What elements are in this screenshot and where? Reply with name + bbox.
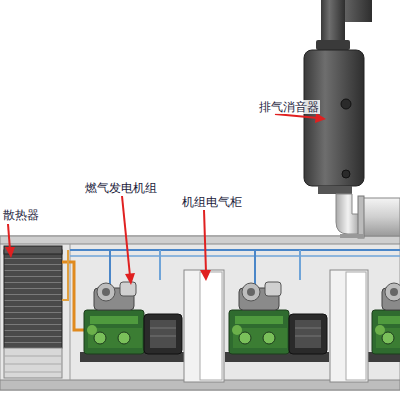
- callout-label: 机组电气柜: [181, 195, 243, 209]
- callout-label: 散热器: [2, 208, 40, 222]
- callout-label: 排气消音器: [258, 100, 320, 114]
- callout-label: 燃气发电机组: [84, 181, 158, 195]
